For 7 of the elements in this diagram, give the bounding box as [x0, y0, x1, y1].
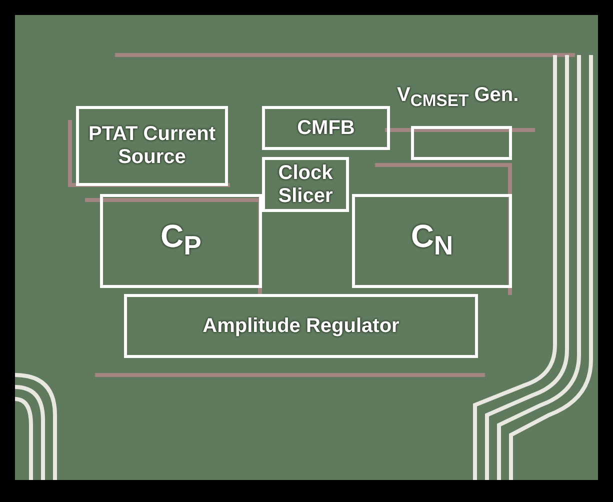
block-label: CMFB	[297, 116, 355, 140]
block-label: PTAT Current Source	[87, 123, 217, 169]
block-label: Amplitude Regulator	[202, 314, 400, 338]
capacitor-label: C$_{N}$	[410, 219, 454, 263]
block-label: V$_{CMSET}$ Gen.	[397, 84, 519, 112]
block-label: Clock Slicer	[277, 162, 334, 208]
capacitor-label: C$_{P}$	[160, 219, 202, 263]
